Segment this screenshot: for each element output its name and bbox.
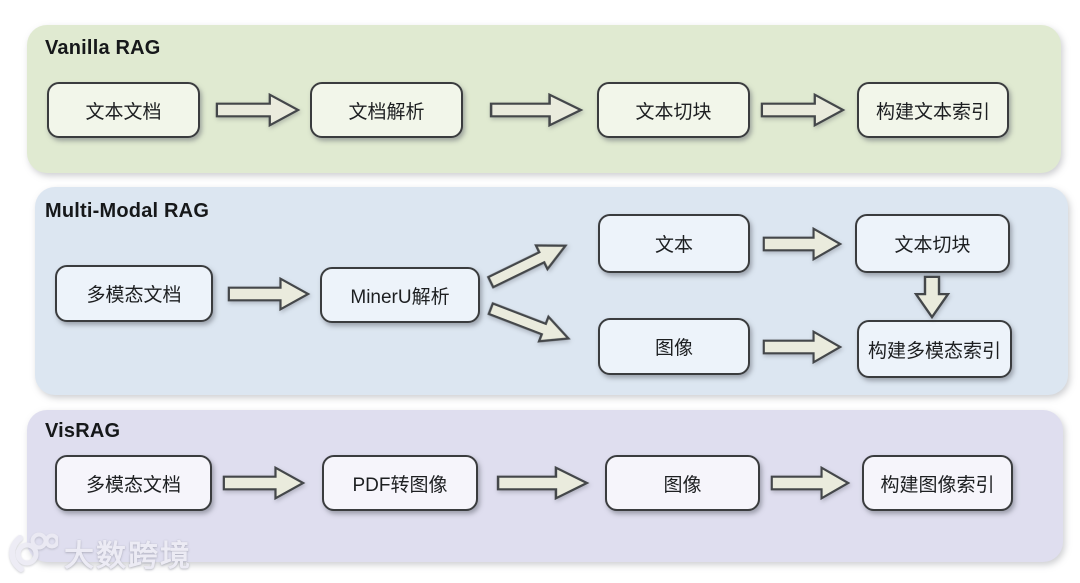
node-multimodal-document-vis: 多模态文档 [55, 455, 212, 511]
panel-title-visrag: VisRAG [45, 420, 121, 442]
node-text-document: 文本文档 [47, 82, 200, 138]
node-text: 文本 [598, 214, 750, 273]
arrow-right-icon [496, 465, 590, 501]
arrow-right-icon [770, 465, 851, 501]
watermark-100-smiley-icon [9, 532, 58, 572]
arrow-right-icon [215, 92, 301, 128]
node-build-text-index: 构建文本索引 [857, 82, 1009, 138]
node-text-chunk-mm: 文本切块 [855, 214, 1010, 273]
node-doc-parse: 文档解析 [310, 82, 463, 138]
arrow-right-icon [489, 92, 584, 128]
panel-title-vanilla-rag: Vanilla RAG [45, 37, 161, 59]
watermark-text: 大数跨境 [64, 540, 192, 573]
node-build-image-index: 构建图像索引 [862, 455, 1013, 511]
node-image-mm: 图像 [598, 318, 750, 375]
arrow-down-icon [913, 275, 951, 320]
node-build-multimodal-index: 构建多模态索引 [857, 320, 1012, 378]
node-text-chunk: 文本切块 [597, 82, 750, 138]
node-pdf-to-image: PDF转图像 [322, 455, 478, 511]
arrow-right-icon [762, 329, 843, 365]
arrow-down-right-icon [487, 301, 571, 343]
watermark: 大数跨境 [6, 530, 192, 576]
panel-title-multi-modal-rag: Multi-Modal RAG [45, 200, 210, 222]
node-image-vis: 图像 [605, 455, 760, 511]
arrow-right-icon [762, 226, 843, 262]
node-multimodal-document: 多模态文档 [55, 265, 213, 322]
arrow-right-icon [222, 465, 306, 501]
arrow-right-icon [227, 276, 311, 312]
node-mineru-parse: MinerU解析 [320, 267, 480, 323]
arrow-right-icon [760, 92, 846, 128]
arrow-up-right-icon [486, 244, 568, 289]
